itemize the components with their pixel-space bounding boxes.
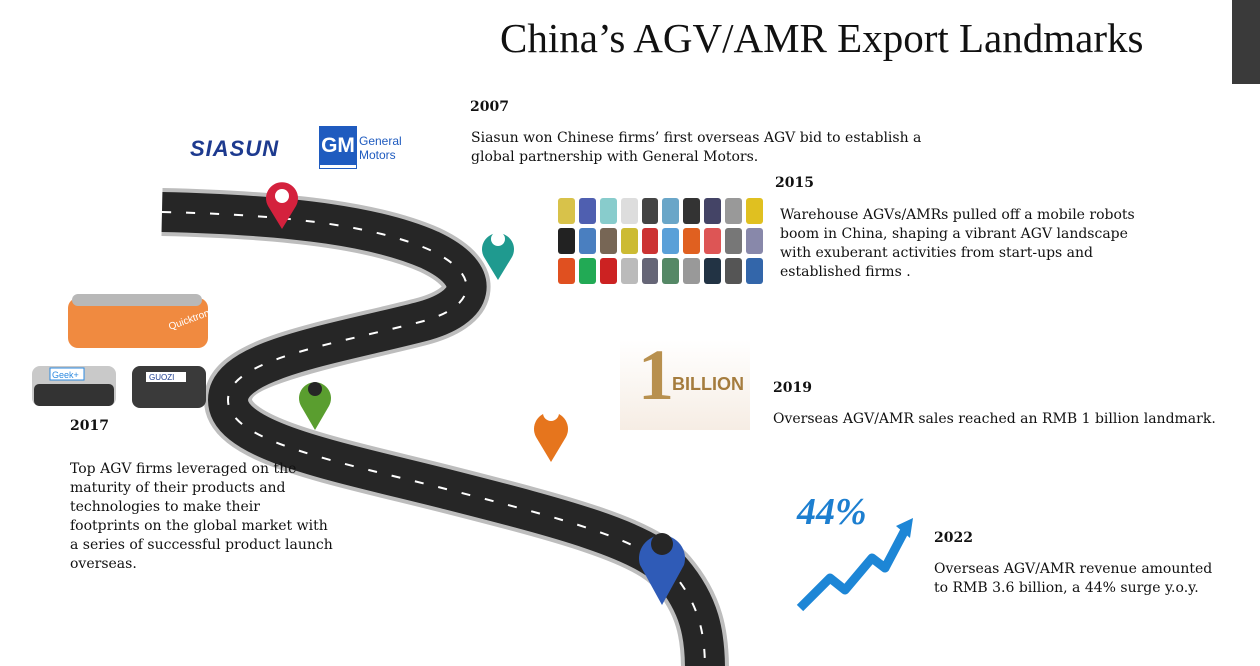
year-2017: 2017 bbox=[70, 418, 109, 434]
desc-line: Warehouse AGVs/AMRs pulled off a mobile … bbox=[780, 207, 1135, 223]
desc-line: overseas. bbox=[70, 556, 137, 572]
desc-line: Overseas AGV/AMR sales reached an RMB 1 … bbox=[773, 411, 1216, 427]
year-2019: 2019 bbox=[773, 380, 812, 396]
billion-word: BILLION bbox=[672, 374, 744, 394]
desc-line: footprints on the global market with bbox=[70, 518, 328, 534]
desc-line: Top AGV firms leveraged on the bbox=[70, 461, 297, 477]
desc-line: boom in China, shaping a vibrant AGV lan… bbox=[780, 226, 1128, 242]
side-tab bbox=[1232, 0, 1260, 84]
robots-collage-image bbox=[558, 198, 763, 284]
growth-arrow-icon bbox=[796, 527, 909, 612]
gm-mark: GM bbox=[319, 126, 357, 169]
svg-text:Geek+: Geek+ bbox=[52, 370, 79, 380]
gm-name-2: Motors bbox=[359, 147, 396, 162]
desc-line: global partnership with General Motors. bbox=[471, 149, 759, 165]
svg-text:GUOZI: GUOZI bbox=[149, 373, 174, 382]
desc-line: a series of successful product launch bbox=[70, 537, 333, 553]
one-billion-image: 1 BILLION bbox=[620, 335, 750, 430]
desc-line: Siasun won Chinese firms’ first overseas… bbox=[471, 130, 922, 146]
desc-2022: Overseas AGV/AMR revenue amounted to RMB… bbox=[934, 560, 1212, 598]
siasun-logo: SIASUN bbox=[190, 136, 280, 161]
growth-percent: 44% bbox=[797, 491, 867, 533]
billion-one: 1 bbox=[638, 335, 674, 415]
desc-line: maturity of their products and bbox=[70, 480, 286, 496]
map-pin-icon-2007 bbox=[265, 182, 298, 229]
map-pin-icon-2022 bbox=[639, 533, 685, 605]
desc-2017: Top AGV firms leveraged on the maturity … bbox=[70, 460, 333, 574]
geek-robot-image: Geek+ bbox=[32, 366, 116, 406]
map-pin-icon-2019 bbox=[534, 405, 568, 462]
gm-name-1: General bbox=[359, 133, 402, 148]
desc-2007: Siasun won Chinese firms’ first overseas… bbox=[471, 129, 921, 167]
year-2022: 2022 bbox=[934, 530, 973, 546]
map-pin-icon-2015 bbox=[482, 232, 514, 280]
desc-line: technologies to make their bbox=[70, 499, 260, 515]
desc-2015: Warehouse AGVs/AMRs pulled off a mobile … bbox=[780, 206, 1135, 282]
page-title: China’s AGV/AMR Export Landmarks bbox=[500, 15, 1144, 61]
arrow-head-icon bbox=[896, 518, 913, 538]
desc-2019: Overseas AGV/AMR sales reached an RMB 1 … bbox=[773, 410, 1216, 429]
desc-line: established firms . bbox=[780, 264, 911, 280]
year-2007: 2007 bbox=[470, 99, 509, 115]
desc-line: to RMB 3.6 billion, a 44% surge y.o.y. bbox=[934, 580, 1199, 596]
desc-line: Overseas AGV/AMR revenue amounted bbox=[934, 561, 1213, 577]
map-pin-icon-2017 bbox=[299, 382, 331, 430]
year-2015: 2015 bbox=[775, 175, 814, 191]
quicktron-robot-image: Quicktron bbox=[68, 294, 211, 348]
guozi-robot-image: GUOZI bbox=[132, 366, 206, 408]
desc-line: with exuberant activities from start-ups… bbox=[780, 245, 1094, 261]
